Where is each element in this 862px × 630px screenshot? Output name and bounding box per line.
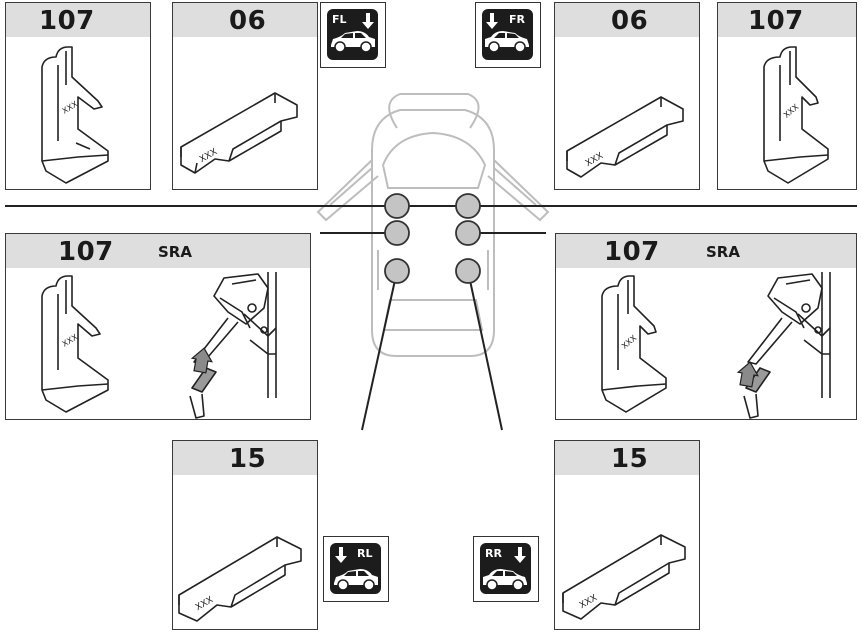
flat-spacer-part-illustration: XXX (178, 536, 302, 622)
part-marking: XXX (61, 99, 80, 116)
part-marking: XXX (584, 151, 605, 169)
car-side-icon (485, 13, 529, 53)
mount-markers (384, 193, 481, 284)
part-card-header (173, 3, 317, 37)
part-card-header (555, 3, 699, 37)
car-top-view (316, 93, 550, 357)
part-card-107-top-right: 107 XXX (717, 2, 857, 190)
position-tile-front-right: FR (475, 2, 541, 68)
part-card-header (718, 3, 856, 37)
marker-mid-left (384, 220, 410, 246)
position-label: FL (332, 13, 347, 26)
arrow-down-icon (486, 13, 498, 29)
part-card-header (556, 234, 856, 268)
part-code: 107 (58, 237, 114, 267)
part-code: 15 (229, 444, 267, 474)
marker-front-right (455, 193, 481, 219)
part-card-header (555, 441, 699, 475)
part-card-107-sra-right: 107 SRA XXX (555, 233, 857, 420)
marker-front-left (384, 193, 410, 219)
flat-spacer-part-illustration: XXX (566, 96, 684, 178)
leader-rear-right (467, 270, 503, 431)
position-tile-badge: RL (330, 543, 381, 594)
position-tile-front-left: FL (320, 2, 386, 68)
marker-rear-right (455, 258, 481, 284)
flat-spacer-part-illustration: XXX (180, 92, 298, 174)
position-tile-badge: RR (480, 543, 531, 594)
part-marking: XXX (198, 147, 219, 165)
position-label: RR (485, 547, 502, 560)
arrow-down-icon (514, 547, 526, 563)
part-card-15-bottom-right: 15 XXX (554, 440, 700, 630)
part-card-15-bottom-left: 15 XXX (172, 440, 318, 630)
part-code: 107 (604, 237, 660, 267)
part-card-header (6, 234, 310, 268)
part-marking: XXX (620, 333, 639, 351)
part-code: 107 (748, 6, 804, 36)
part-card-107-top-left: 107 XXX (5, 2, 151, 190)
position-label: RL (357, 547, 373, 560)
part-marking: XXX (578, 593, 599, 611)
part-card-06-top-right: 06 XXX (554, 2, 700, 190)
l-bracket-part-illustration: XXX (41, 46, 109, 184)
part-marking: XXX (61, 332, 80, 349)
part-code: 06 (611, 6, 649, 36)
sra-tag: SRA (158, 243, 192, 261)
part-card-header (173, 441, 317, 475)
car-side-icon (334, 547, 378, 591)
marker-mid-right (455, 220, 481, 246)
bracket-and-belt-illustration: XXX (41, 272, 277, 419)
arrow-down-icon (335, 547, 347, 563)
leader-rear-left (361, 270, 398, 431)
part-card-06-top-left: 06 XXX (172, 2, 318, 190)
position-tile-rear-right: RR (473, 536, 539, 602)
bracket-and-belt-illustration: XXX (601, 272, 831, 419)
part-card-header (6, 3, 150, 37)
part-marking: XXX (782, 102, 801, 120)
part-marking: XXX (194, 595, 215, 613)
marker-rear-left (384, 258, 410, 284)
position-label: FR (509, 13, 525, 26)
car-side-icon (483, 547, 527, 591)
sra-tag: SRA (706, 243, 740, 261)
direction-arrow-icon (190, 347, 214, 374)
position-tile-badge: FL (327, 9, 378, 60)
part-code: 15 (611, 444, 649, 474)
car-side-icon (331, 13, 375, 53)
arrow-down-icon (362, 13, 374, 29)
l-bracket-part-illustration: XXX (763, 46, 829, 184)
position-tile-rear-left: RL (323, 536, 389, 602)
part-code: 06 (229, 6, 267, 36)
direction-arrow-icon (736, 361, 760, 388)
part-code: 107 (39, 6, 95, 36)
part-card-107-sra-left: 107 SRA XXX (5, 233, 311, 420)
position-tile-badge: FR (482, 9, 533, 60)
flat-spacer-part-illustration: XXX (562, 534, 686, 620)
